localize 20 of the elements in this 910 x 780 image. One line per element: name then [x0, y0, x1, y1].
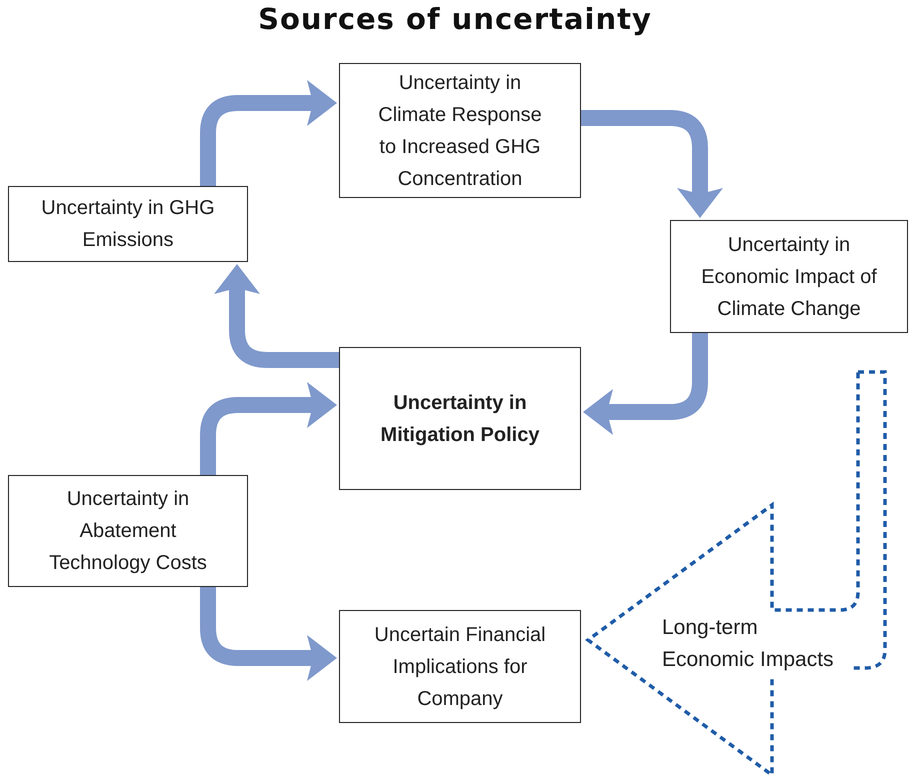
box-text: Uncertainty in Climate Response to Increased GHG Concentration [377, 70, 543, 192]
diagram-title: Sources of uncertainty [257, 2, 653, 36]
bent-arrow [583, 333, 708, 435]
process-box [8, 186, 248, 262]
bent-arrow [200, 587, 337, 681]
process-box [339, 610, 581, 723]
process-box [8, 475, 248, 587]
box-text: Uncertain Financial Implications for Company [373, 622, 547, 712]
process-box [339, 63, 581, 198]
box-text: Uncertainty in Economic Impact of Climate Change [700, 232, 878, 322]
box-text: Uncertainty in Abatement Technology Costs [48, 487, 208, 576]
bent-arrow [200, 80, 337, 186]
central-box [339, 347, 581, 490]
box-text: Uncertainty in Mitigation Policy [380, 390, 540, 448]
box-text: Uncertainty in GHG Emissions [40, 196, 216, 253]
process-box [670, 220, 908, 333]
bent-arrow [581, 110, 723, 218]
bent-arrow [200, 382, 337, 475]
bent-arrow [214, 264, 339, 368]
dashed-outline-arrow [586, 370, 887, 777]
